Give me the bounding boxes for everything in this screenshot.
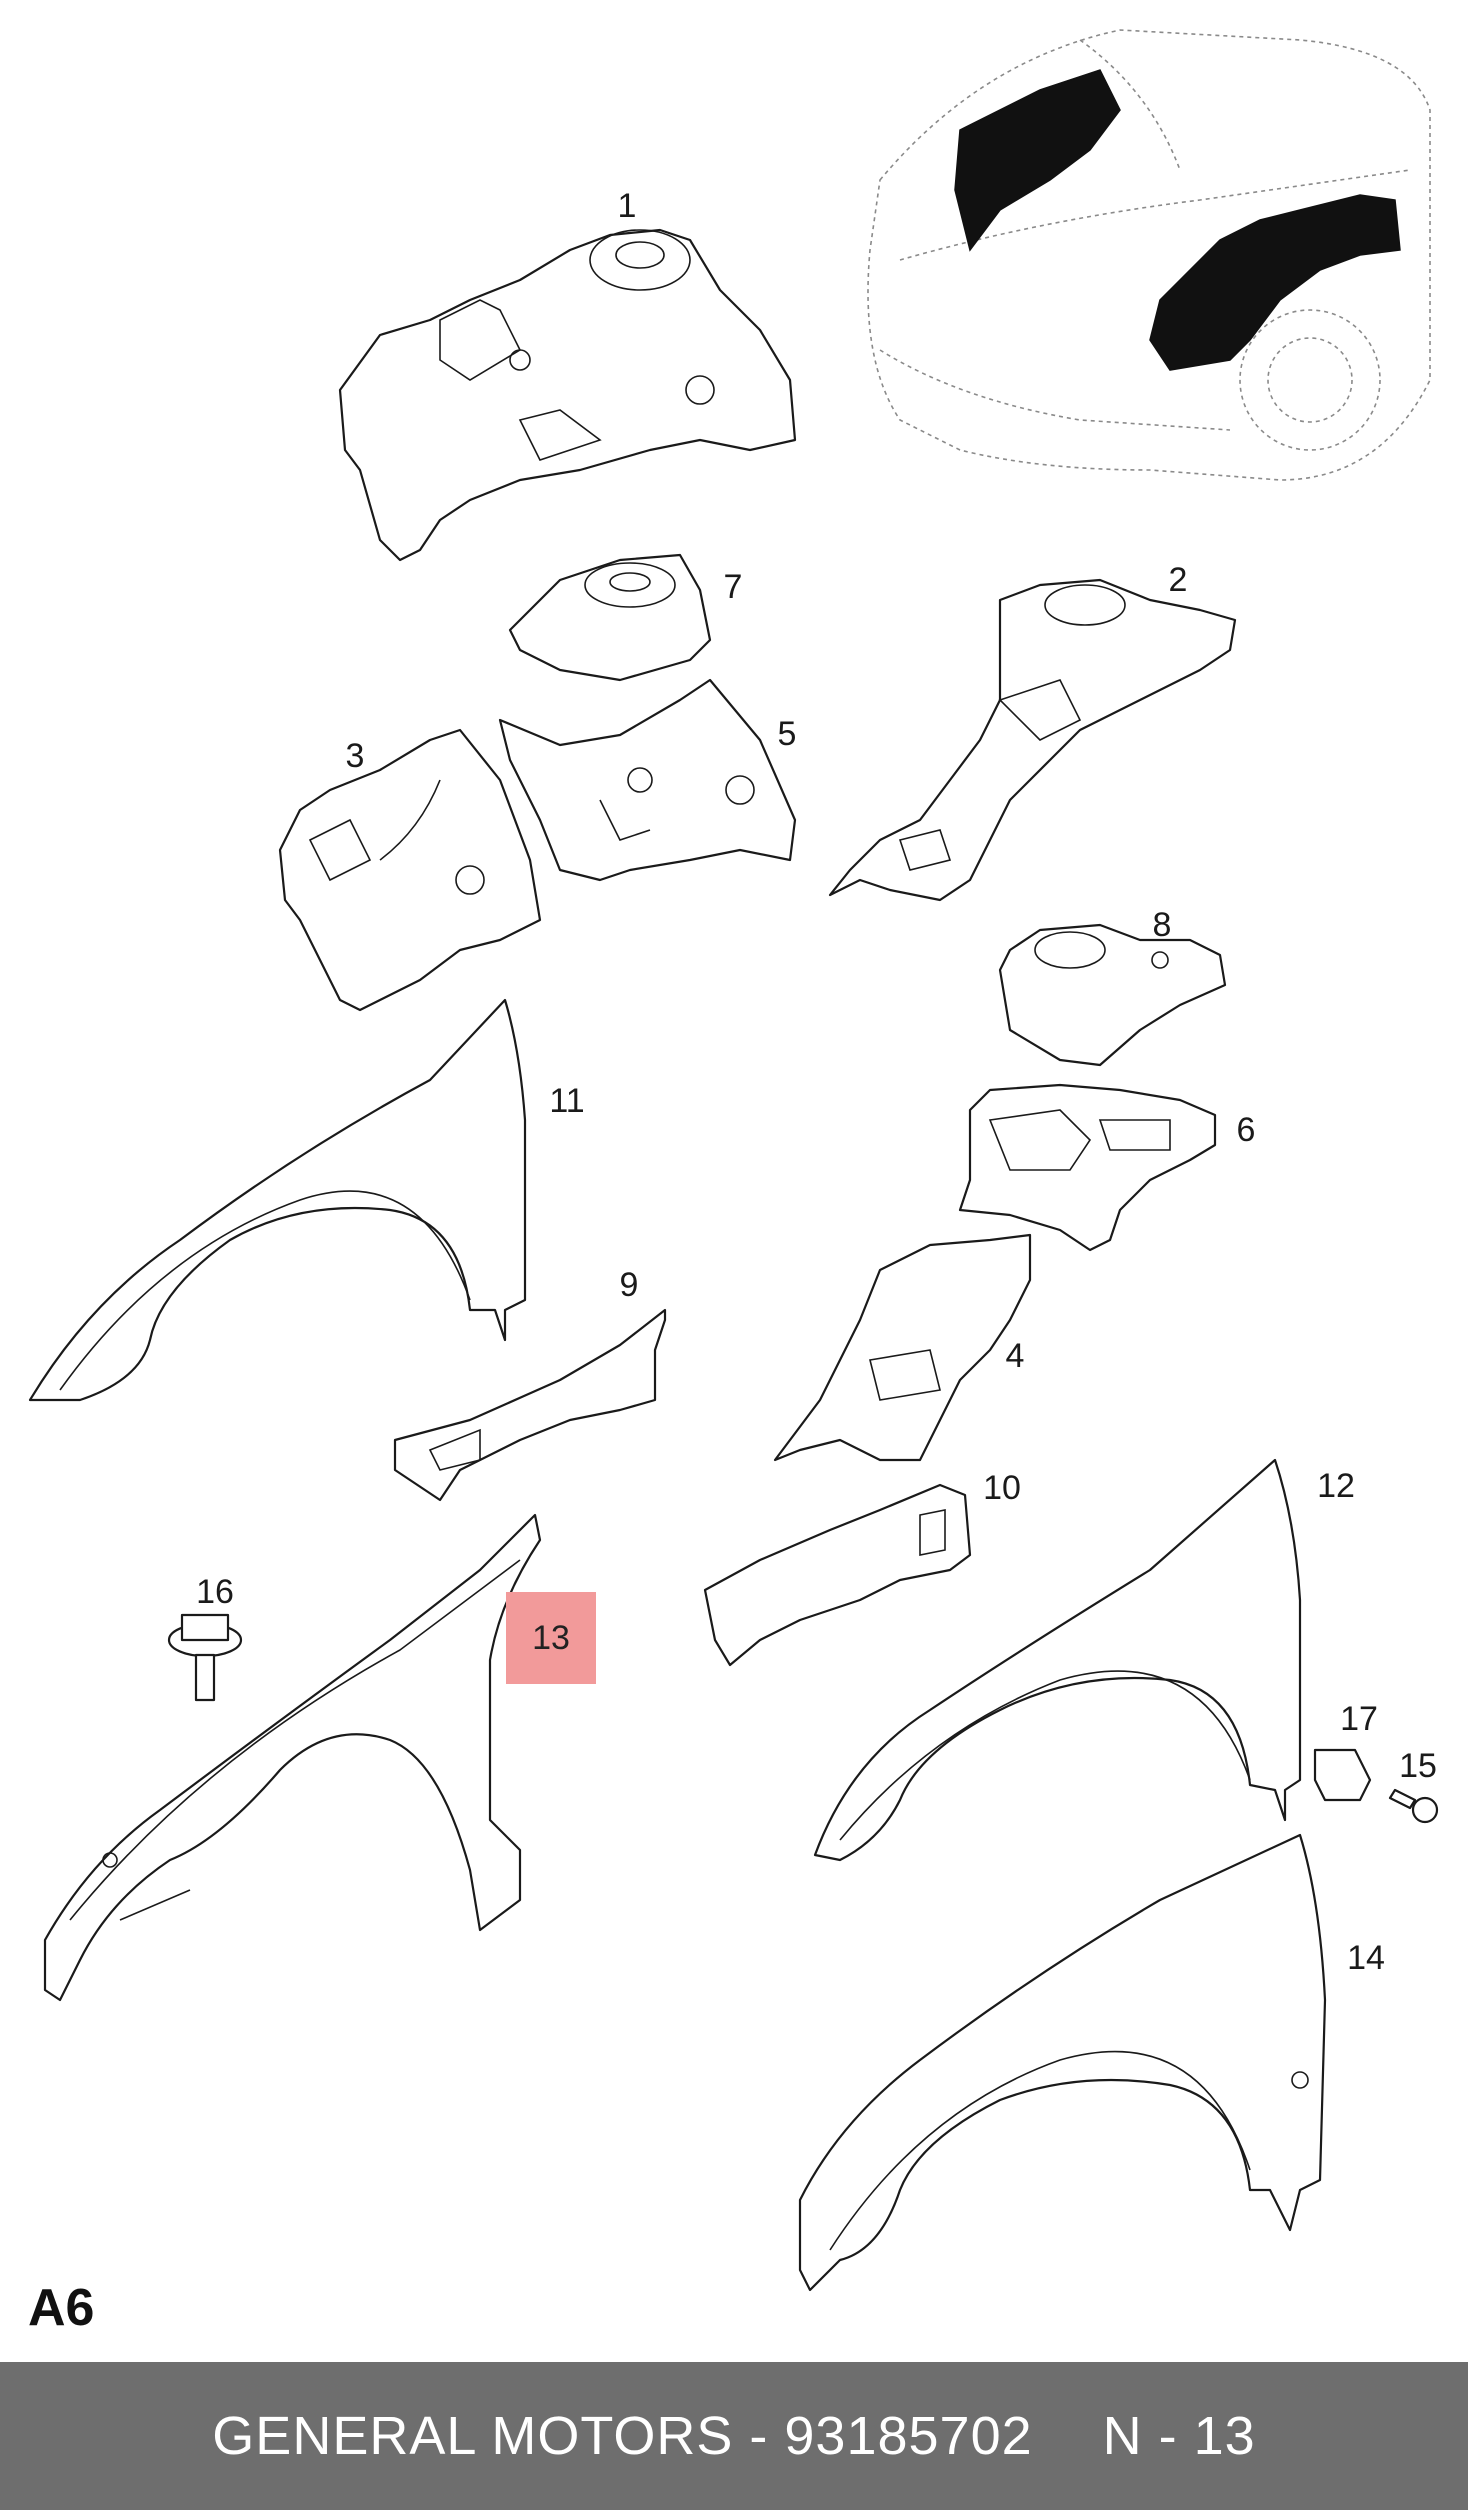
callout-2: 2 [1168, 561, 1188, 599]
exploded-parts-diagram [28, 29, 1439, 2292]
part-2-rail-assembly [828, 578, 1237, 902]
callout-14: 14 [1347, 1939, 1385, 1977]
part-14-fender-lower [798, 1833, 1327, 2292]
highlighted-callout-13: 13 [506, 1592, 596, 1684]
part-16-bolt [167, 1613, 243, 1702]
part-12-fender-right [813, 1458, 1302, 1862]
part-4-rail [773, 1233, 1032, 1462]
sheet-code: A6 [28, 2279, 95, 2337]
callout-1: 1 [617, 187, 637, 225]
part-3-inner-apron-side [278, 728, 542, 1012]
callout-17: 17 [1340, 1700, 1378, 1738]
footer-title: GENERAL MOTORS - 93185702 [212, 2406, 1033, 2466]
part-11-fender [28, 998, 527, 1402]
part-13-fender [43, 1513, 542, 2002]
part-15-screw [1388, 1788, 1439, 1824]
footer-bar: GENERAL MOTORS - 93185702 N - 13 [0, 2362, 1468, 2510]
callout-6: 6 [1236, 1111, 1256, 1149]
callout-7: 7 [723, 568, 743, 606]
part-5-strut-tower-lower [498, 678, 797, 882]
callout-9: 9 [619, 1266, 639, 1304]
callout-11: 11 [549, 1082, 585, 1120]
callout-16: 16 [196, 1573, 234, 1611]
part-17-clip [1313, 1748, 1372, 1802]
footer-reference: N - 13 [1102, 2406, 1256, 2466]
callout-12: 12 [1317, 1467, 1355, 1505]
callout-4: 4 [1005, 1337, 1025, 1375]
part-9-bracket [393, 1308, 667, 1502]
callout-10: 10 [983, 1469, 1021, 1507]
part-7-strut-tower-top [508, 553, 712, 682]
callout-5: 5 [777, 715, 797, 753]
part-1-inner-apron-assembly [338, 228, 797, 562]
part-6-wheelhouse-panel [958, 1083, 1217, 1252]
callout-15: 15 [1399, 1747, 1437, 1785]
part-10-bracket [703, 1483, 972, 1667]
car-overview-sketch [867, 29, 1431, 481]
highlighted-callout-label: 13 [532, 1618, 570, 1657]
part-8-strut-tower-right [998, 923, 1227, 1067]
callout-8: 8 [1152, 906, 1172, 944]
callout-3: 3 [345, 737, 365, 775]
